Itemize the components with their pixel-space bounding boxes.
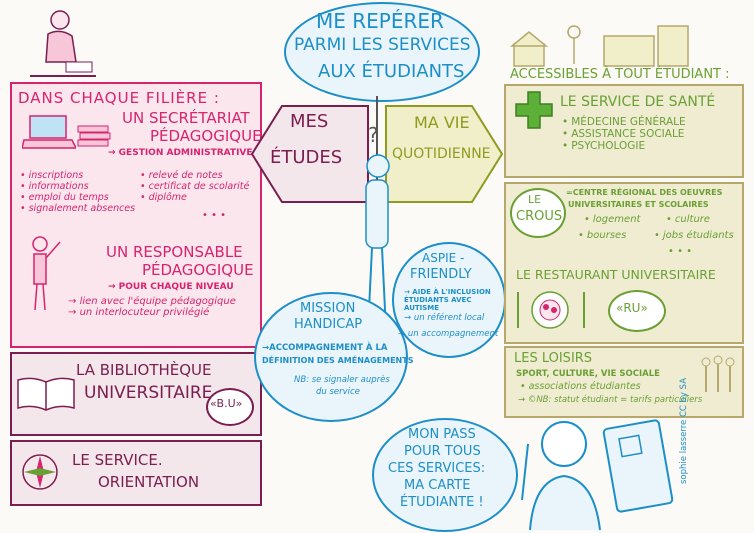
crous-panel: LE CROUS =CENTRE RÉGIONAL DES OEUVRES UN… xyxy=(504,182,744,344)
aspie-title-2: FRIENDLY xyxy=(410,267,472,282)
task-item: informations xyxy=(20,181,135,192)
pass-line-1: MON PASS xyxy=(408,427,476,442)
handicap-title-1: MISSION xyxy=(300,301,356,316)
aspie-item: → un référent local xyxy=(404,313,485,323)
access-heading: ACCESSIBLES À TOUT ÉTUDIANT : xyxy=(510,67,730,82)
task-item: emploi du temps xyxy=(20,192,135,203)
pass-line-4: MA CARTE xyxy=(404,478,471,493)
task-item: signalement absences xyxy=(20,203,136,214)
handicap-bubble xyxy=(254,292,408,422)
aspie-bubble xyxy=(392,242,506,358)
task-item: relevé de notes xyxy=(140,170,249,181)
pass-line-3: CES SERVICES: xyxy=(388,461,486,476)
credit-text: sophie lasserre CC by SA xyxy=(679,377,689,484)
secretariat-tasks-left: inscriptions informations emploi du temp… xyxy=(20,170,136,214)
responsable-subtitle: → POUR CHAQUE NIVEAU xyxy=(108,282,234,292)
crous-badge xyxy=(510,188,566,238)
handicap-desc-2: DÉFINITION DES AMÉNAGEMENTS xyxy=(262,356,414,365)
student-writing-icon xyxy=(30,10,96,77)
secretariat-title-2: PÉDAGOGIQUE xyxy=(150,127,262,145)
task-item: certificat de scolarité xyxy=(140,181,250,192)
student-standing-icon xyxy=(358,154,396,335)
handicap-title-2: HANDICAP xyxy=(294,317,363,332)
filiere-panel: DANS CHAQUE FILIÈRE : UN SECRÉTARIAT PÉD… xyxy=(10,82,262,348)
crous-desc-1: =CENTRE RÉGIONAL DES OEUVRES xyxy=(566,188,723,197)
sante-item: MÉDECINE GÉNÉRALE xyxy=(562,116,685,128)
secretariat-tasks-right: relevé de notes certificat de scolarité … xyxy=(140,170,250,203)
sante-items: MÉDECINE GÉNÉRALE ASSISTANCE SOCIALE PSY… xyxy=(562,116,686,152)
loisirs-panel: LES LOISIRS SPORT, CULTURE, VIE SOCIALE … xyxy=(504,346,744,418)
handicap-note-2: du service xyxy=(316,387,360,397)
ru-label: «RU» xyxy=(616,301,648,315)
title-line-3: AUX ÉTUDIANTS xyxy=(318,61,465,82)
vie-quotidienne-line-1: MA VIE xyxy=(414,113,470,132)
bu-bubble xyxy=(206,388,254,426)
campus-buildings-icon xyxy=(509,25,689,67)
sante-title: LE SERVICE DE SANTÉ xyxy=(560,94,716,110)
title-cloud xyxy=(284,2,480,102)
sante-item: PSYCHOLOGIE xyxy=(562,140,686,152)
orientation-title-1: LE SERVICE. xyxy=(72,451,163,469)
vie-quotidienne-line-2: QUOTIDIENNE xyxy=(392,146,491,162)
orientation-panel: LE SERVICE. ORIENTATION xyxy=(10,440,262,506)
loisirs-title: LES LOISIRS xyxy=(514,351,593,366)
responsable-item: → un interlocuteur privilégié xyxy=(68,307,210,318)
loisirs-note: → ©NB: statut étudiant = tarifs particul… xyxy=(518,395,703,405)
crous-ellipsis: • • • xyxy=(668,246,693,257)
bibliotheque-title-1: LA BIBLIOTHÈQUE xyxy=(76,361,212,379)
loisirs-subtitle: SPORT, CULTURE, VIE SOCIALE xyxy=(516,369,660,379)
plate-icon xyxy=(517,291,585,329)
crous-item: jobs étudiants xyxy=(654,230,734,242)
pass-line-2: POUR TOUS xyxy=(404,444,481,459)
papers-icon xyxy=(77,125,111,147)
compass-icon xyxy=(22,454,58,490)
pass-line-5: ÉTUDIANTE ! xyxy=(400,495,484,510)
laptop-icon xyxy=(22,115,76,149)
crowd-icon xyxy=(701,355,735,392)
crous-badge-line-1: LE xyxy=(528,193,542,206)
restaurant-title: LE RESTAURANT UNIVERSITAIRE xyxy=(516,267,716,282)
mes-etudes-line-1: MES xyxy=(290,111,329,132)
bu-label: «B.U» xyxy=(210,397,243,410)
aspie-item: → AIDE À L'INCLUSION ÉTUDIANTS AVEC AUTI… xyxy=(404,288,491,313)
tasks-ellipsis: • • • xyxy=(202,210,227,221)
mes-etudes-line-2: ÉTUDES xyxy=(270,147,343,168)
responsable-item: → lien avec l'équipe pédagogique xyxy=(68,296,236,307)
pass-bubble xyxy=(372,418,518,532)
handicap-desc-1: →ACCOMPAGNEMENT À LA xyxy=(262,343,388,353)
task-item: diplôme xyxy=(140,192,249,203)
book-icon xyxy=(17,377,75,411)
crous-desc-2: UNIVERSITAIRES ET SCOLAIRES xyxy=(568,200,709,209)
responsable-title-2: PÉDAGOGIQUE xyxy=(142,261,254,279)
aspie-item: → un accompagnement xyxy=(398,329,499,339)
medical-cross-icon xyxy=(515,91,553,129)
title-line-2: PARMI LES SERVICES xyxy=(294,35,471,55)
bibliotheque-panel: LA BIBLIOTHÈQUE UNIVERSITAIRE «B.U» xyxy=(10,352,262,436)
secretariat-title-1: UN SECRÉTARIAT xyxy=(122,109,250,127)
crous-badge-line-2: CROUS xyxy=(516,209,563,224)
loisirs-item: associations étudiantes xyxy=(520,381,641,393)
sante-panel: LE SERVICE DE SANTÉ MÉDECINE GÉNÉRALE AS… xyxy=(504,84,744,178)
title-line-1: ME REPÉRER xyxy=(316,9,444,33)
bibliotheque-title-2: UNIVERSITAIRE xyxy=(84,383,213,403)
crous-item: culture xyxy=(666,214,710,226)
responsable-items: → lien avec l'équipe pédagogique → un in… xyxy=(68,296,236,318)
sante-item: ASSISTANCE SOCIALE xyxy=(562,128,686,140)
filiere-heading: DANS CHAQUE FILIÈRE : xyxy=(18,89,220,107)
orientation-title-2: ORIENTATION xyxy=(98,473,200,491)
aspie-title-1: ASPIE - xyxy=(422,251,465,265)
task-item: inscriptions xyxy=(20,170,135,181)
question-mark: ? xyxy=(368,123,379,147)
ru-bubble xyxy=(608,290,666,332)
responsable-title-1: UN RESPONSABLE xyxy=(106,243,243,261)
secretariat-subtitle: → GESTION ADMINISTRATIVE xyxy=(108,148,253,158)
crous-item: bourses xyxy=(578,230,627,242)
student-card-icon xyxy=(521,419,674,530)
teacher-icon xyxy=(32,236,61,311)
crous-item: logement xyxy=(584,214,641,226)
handicap-note-1: NB: se signaler auprès xyxy=(294,375,390,385)
